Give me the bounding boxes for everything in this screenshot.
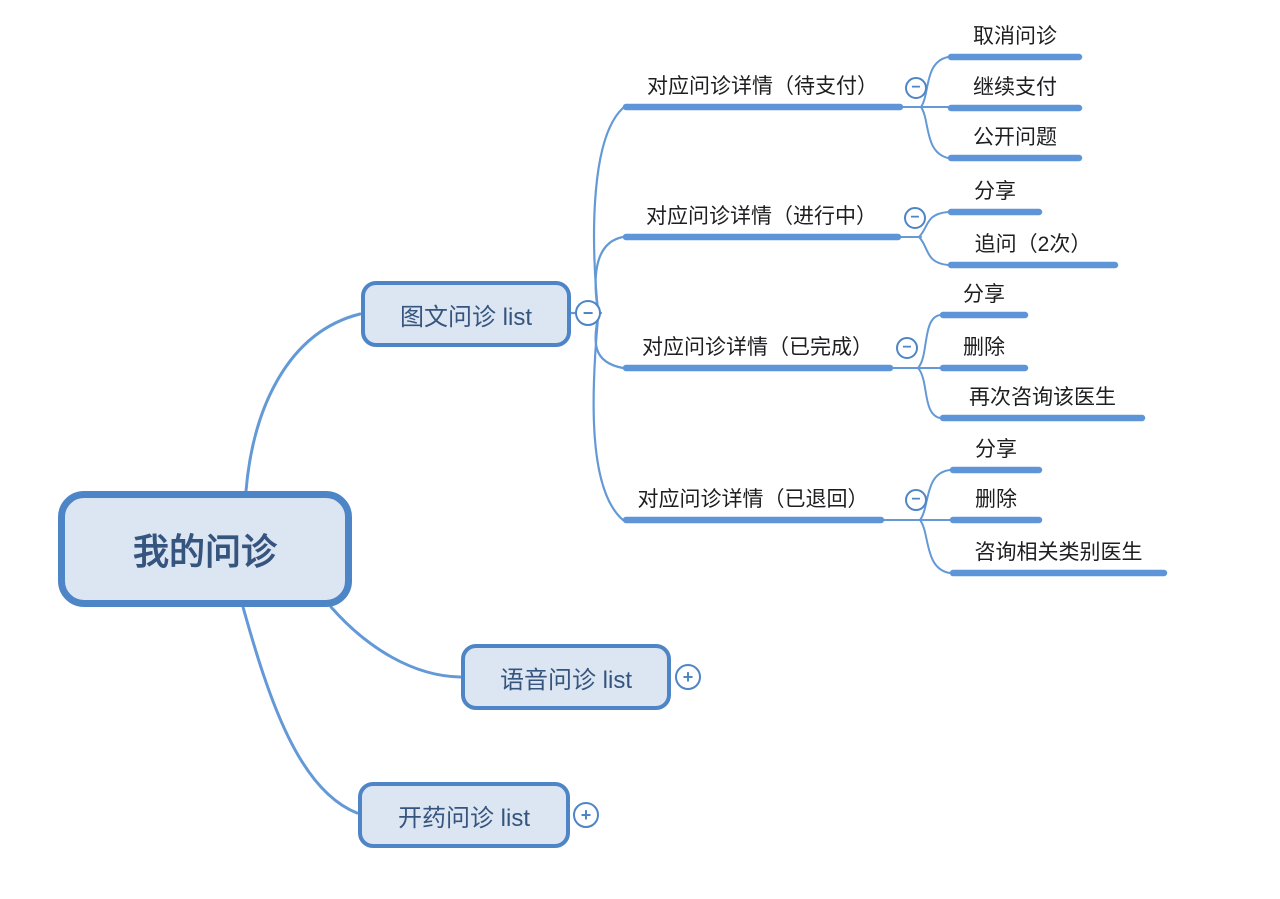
curve-to-returned	[592, 316, 625, 522]
topic-followup[interactable]: 追问（2次）	[974, 233, 1092, 256]
topic-voice-list[interactable]: 语音问诊 list	[461, 644, 671, 710]
curve-inprogress-child2	[918, 236, 949, 266]
curve-completed-child3	[917, 367, 941, 419]
topic-detail-in-progress[interactable]: 对应问诊详情（进行中）	[646, 205, 877, 228]
curve-root-to-image-text	[244, 312, 362, 493]
topic-image-text-list-label: 图文问诊 list	[400, 303, 532, 331]
curve-pending-child1	[920, 56, 949, 108]
curve-root-to-voice	[329, 605, 462, 679]
curve-to-pending	[592, 106, 625, 312]
plus-icon: +	[682, 667, 694, 687]
topic-cancel-consult[interactable]: 取消问诊	[973, 25, 1057, 48]
collapse-button-detail-completed[interactable]: −	[896, 337, 918, 359]
curve-completed-child1	[917, 314, 941, 369]
root-topic[interactable]: 我的问诊	[58, 491, 352, 607]
minus-icon: −	[911, 79, 921, 96]
expand-button-prescription-list[interactable]: +	[573, 802, 599, 828]
topic-share-completed[interactable]: 分享	[963, 283, 1005, 306]
minus-icon: −	[910, 209, 920, 226]
expand-button-voice-list[interactable]: +	[675, 664, 701, 690]
curve-returned-child1	[919, 469, 951, 521]
topic-detail-completed[interactable]: 对应问诊详情（已完成）	[642, 336, 873, 359]
collapse-button-detail-inprogress[interactable]: −	[904, 207, 926, 229]
root-topic-label: 我的问诊	[132, 531, 277, 572]
curve-root-to-prescription	[241, 605, 359, 815]
minus-icon: −	[911, 491, 921, 508]
curve-to-completed	[594, 314, 625, 370]
curve-to-inprogress	[594, 235, 625, 313]
topic-delete-completed[interactable]: 删除	[963, 336, 1005, 359]
curve-returned-child3	[919, 519, 951, 574]
topic-prescription-list[interactable]: 开药问诊 list	[358, 782, 570, 848]
topic-prescription-list-label: 开药问诊 list	[398, 804, 530, 832]
curve-pending-child3	[920, 106, 949, 159]
topic-voice-list-label: 语音问诊 list	[500, 666, 632, 694]
topic-consult-related-doctor[interactable]: 咨询相关类别医生	[974, 541, 1143, 564]
collapse-button-detail-pending[interactable]: −	[905, 77, 927, 99]
plus-icon: +	[580, 805, 592, 825]
topic-public-question[interactable]: 公开问题	[973, 126, 1057, 149]
minus-icon: −	[582, 303, 594, 323]
topic-share-returned[interactable]: 分享	[975, 438, 1017, 461]
topic-delete-returned[interactable]: 删除	[975, 488, 1017, 511]
topic-consult-same-doctor[interactable]: 再次咨询该医生	[969, 386, 1116, 409]
curve-inprogress-child1	[918, 211, 949, 238]
collapse-button-image-text-list[interactable]: −	[575, 300, 601, 326]
topic-detail-returned[interactable]: 对应问诊详情（已退回）	[637, 488, 869, 511]
minus-icon: −	[902, 339, 912, 356]
topic-continue-payment[interactable]: 继续支付	[973, 76, 1057, 99]
topic-image-text-list[interactable]: 图文问诊 list	[361, 281, 571, 347]
topic-detail-pending-payment[interactable]: 对应问诊详情（待支付）	[647, 75, 878, 98]
topic-share-inprogress[interactable]: 分享	[974, 180, 1016, 203]
collapse-button-detail-returned[interactable]: −	[905, 489, 927, 511]
